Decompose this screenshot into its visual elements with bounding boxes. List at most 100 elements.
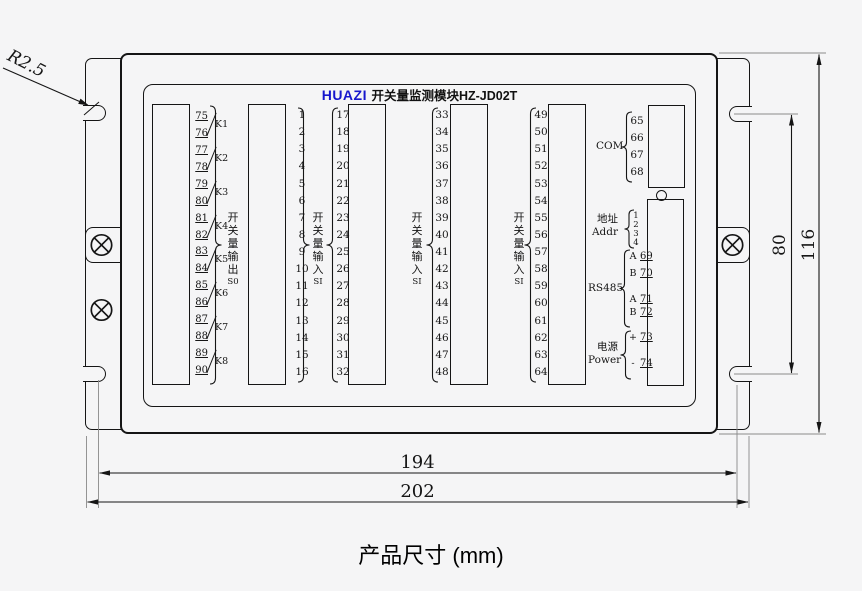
terminal-number: 31 [336, 348, 350, 361]
screw-tab-left [85, 227, 120, 263]
terminal-number: 73 [640, 332, 653, 343]
relay-output-pair: 75 76 K1 [194, 111, 229, 139]
terminal-number: 45 [435, 314, 449, 327]
rs485-row: B 70 [629, 268, 661, 279]
terminal-number: 42 [435, 263, 449, 276]
terminal-number: 72 [640, 307, 653, 318]
relay-output-pair: 83 84 K5 [194, 247, 228, 275]
terminal-number: 53 [534, 177, 548, 190]
terminal-number: 88 [195, 331, 208, 343]
terminal-number: 22 [336, 194, 350, 207]
terminal-number: 4 [298, 160, 306, 173]
terminal-number: 20 [336, 160, 350, 173]
input-group-label: 开关量输入 SI [312, 212, 324, 287]
terminal-block-3 [348, 104, 386, 385]
relay-output-pair: 81 82 K4 [194, 212, 229, 241]
terminal-number: 52 [534, 160, 548, 173]
terminal-number: 51 [534, 143, 548, 156]
power-label-cn: 电源 [597, 341, 618, 353]
relay-label: K8 [215, 355, 229, 367]
terminal-number: 77 [195, 144, 208, 156]
rs485-row: A 71 [629, 294, 661, 305]
relay-output-pair: 87 88 K7 [194, 315, 229, 343]
terminal-number: 43 [435, 280, 449, 293]
terminal-number: 3 [298, 143, 306, 156]
rs485-pin: A [629, 251, 637, 262]
power-terminal-rows: + 73 - 74 [629, 332, 661, 369]
terminal-number: 18 [336, 126, 350, 139]
power-polarity: - [631, 358, 635, 369]
terminal-number: 76 [195, 128, 208, 139]
terminal-number: 14 [295, 331, 309, 344]
terminal-number: 37 [435, 177, 449, 190]
address-bit: 3 [633, 229, 639, 239]
rs485-pin: B [629, 307, 637, 318]
terminal-number: 17 [336, 109, 350, 121]
terminal-number: 9 [298, 246, 306, 258]
terminal-number: 61 [534, 314, 548, 327]
address-bit: 2 [633, 220, 639, 230]
terminal-number: 25 [336, 246, 350, 258]
rs485-label: RS485 [588, 282, 624, 294]
terminal-number: 74 [640, 358, 653, 369]
terminal-number: 41 [435, 246, 449, 258]
terminal-number: 50 [534, 126, 548, 139]
relay-label: K4 [215, 220, 229, 232]
terminal-number: 2 [298, 126, 306, 139]
relay-output-pair: 79 80 K3 [194, 179, 229, 207]
terminal-number: 75 [195, 111, 208, 122]
address-bit: 1 [633, 211, 639, 221]
terminal-number: 57 [534, 246, 548, 258]
address-label-en: Addr [591, 226, 618, 238]
relay-label: K7 [215, 322, 229, 334]
terminal-number: 15 [295, 348, 309, 361]
terminal-number: 78 [195, 161, 208, 173]
terminal-number: 19 [336, 143, 350, 156]
terminal-number: 63 [534, 348, 548, 361]
terminal-number: 86 [195, 297, 208, 309]
terminal-number: 24 [336, 228, 350, 241]
relay-output-pair: 77 78 K2 [194, 144, 228, 173]
terminal-number: 28 [336, 297, 350, 310]
relay-label: K3 [215, 186, 229, 198]
terminal-number: 82 [195, 229, 208, 241]
power-row: + 73 [629, 332, 661, 343]
terminal-number: 7 [298, 211, 306, 224]
outer-width-dimension: 202 [400, 481, 435, 502]
drawing-caption: 产品尺寸 (mm) [358, 543, 504, 568]
terminal-block-5 [548, 104, 586, 385]
terminal-block-4 [450, 104, 488, 385]
terminal-number: 80 [195, 195, 208, 207]
mounting-slot-bottom-right [729, 366, 752, 382]
terminal-number: 6 [298, 194, 306, 207]
rs485-pin: B [629, 268, 637, 279]
terminal-number: 70 [640, 268, 653, 279]
indicator-hole [656, 189, 667, 201]
terminal-block-2 [248, 104, 286, 385]
com-label: COM [596, 140, 624, 152]
relay-output-pair: 89 90 K8 [194, 347, 229, 375]
address-label-cn: 地址 [597, 213, 618, 225]
terminal-number: 55 [534, 211, 548, 224]
terminal-number: 71 [640, 294, 653, 305]
terminal-number: 81 [195, 212, 208, 224]
terminal-number: 27 [336, 280, 350, 293]
terminal-number: 84 [195, 263, 208, 275]
terminal-number: 60 [534, 297, 548, 310]
radius-dimension-text: R2.5 [3, 46, 49, 82]
terminal-number: 44 [435, 297, 449, 310]
input-group-label: 开关量输入 SI [411, 212, 423, 287]
terminal-number: 26 [336, 263, 350, 276]
terminal-number: 38 [435, 194, 449, 207]
relay-label: K1 [215, 119, 229, 130]
terminal-number: 89 [195, 347, 208, 359]
terminal-number: 68 [630, 166, 644, 178]
rs485-row: B 72 [629, 307, 661, 318]
terminal-number: 47 [435, 348, 449, 361]
terminal-number: 30 [336, 331, 350, 344]
terminal-number: 36 [435, 160, 449, 173]
